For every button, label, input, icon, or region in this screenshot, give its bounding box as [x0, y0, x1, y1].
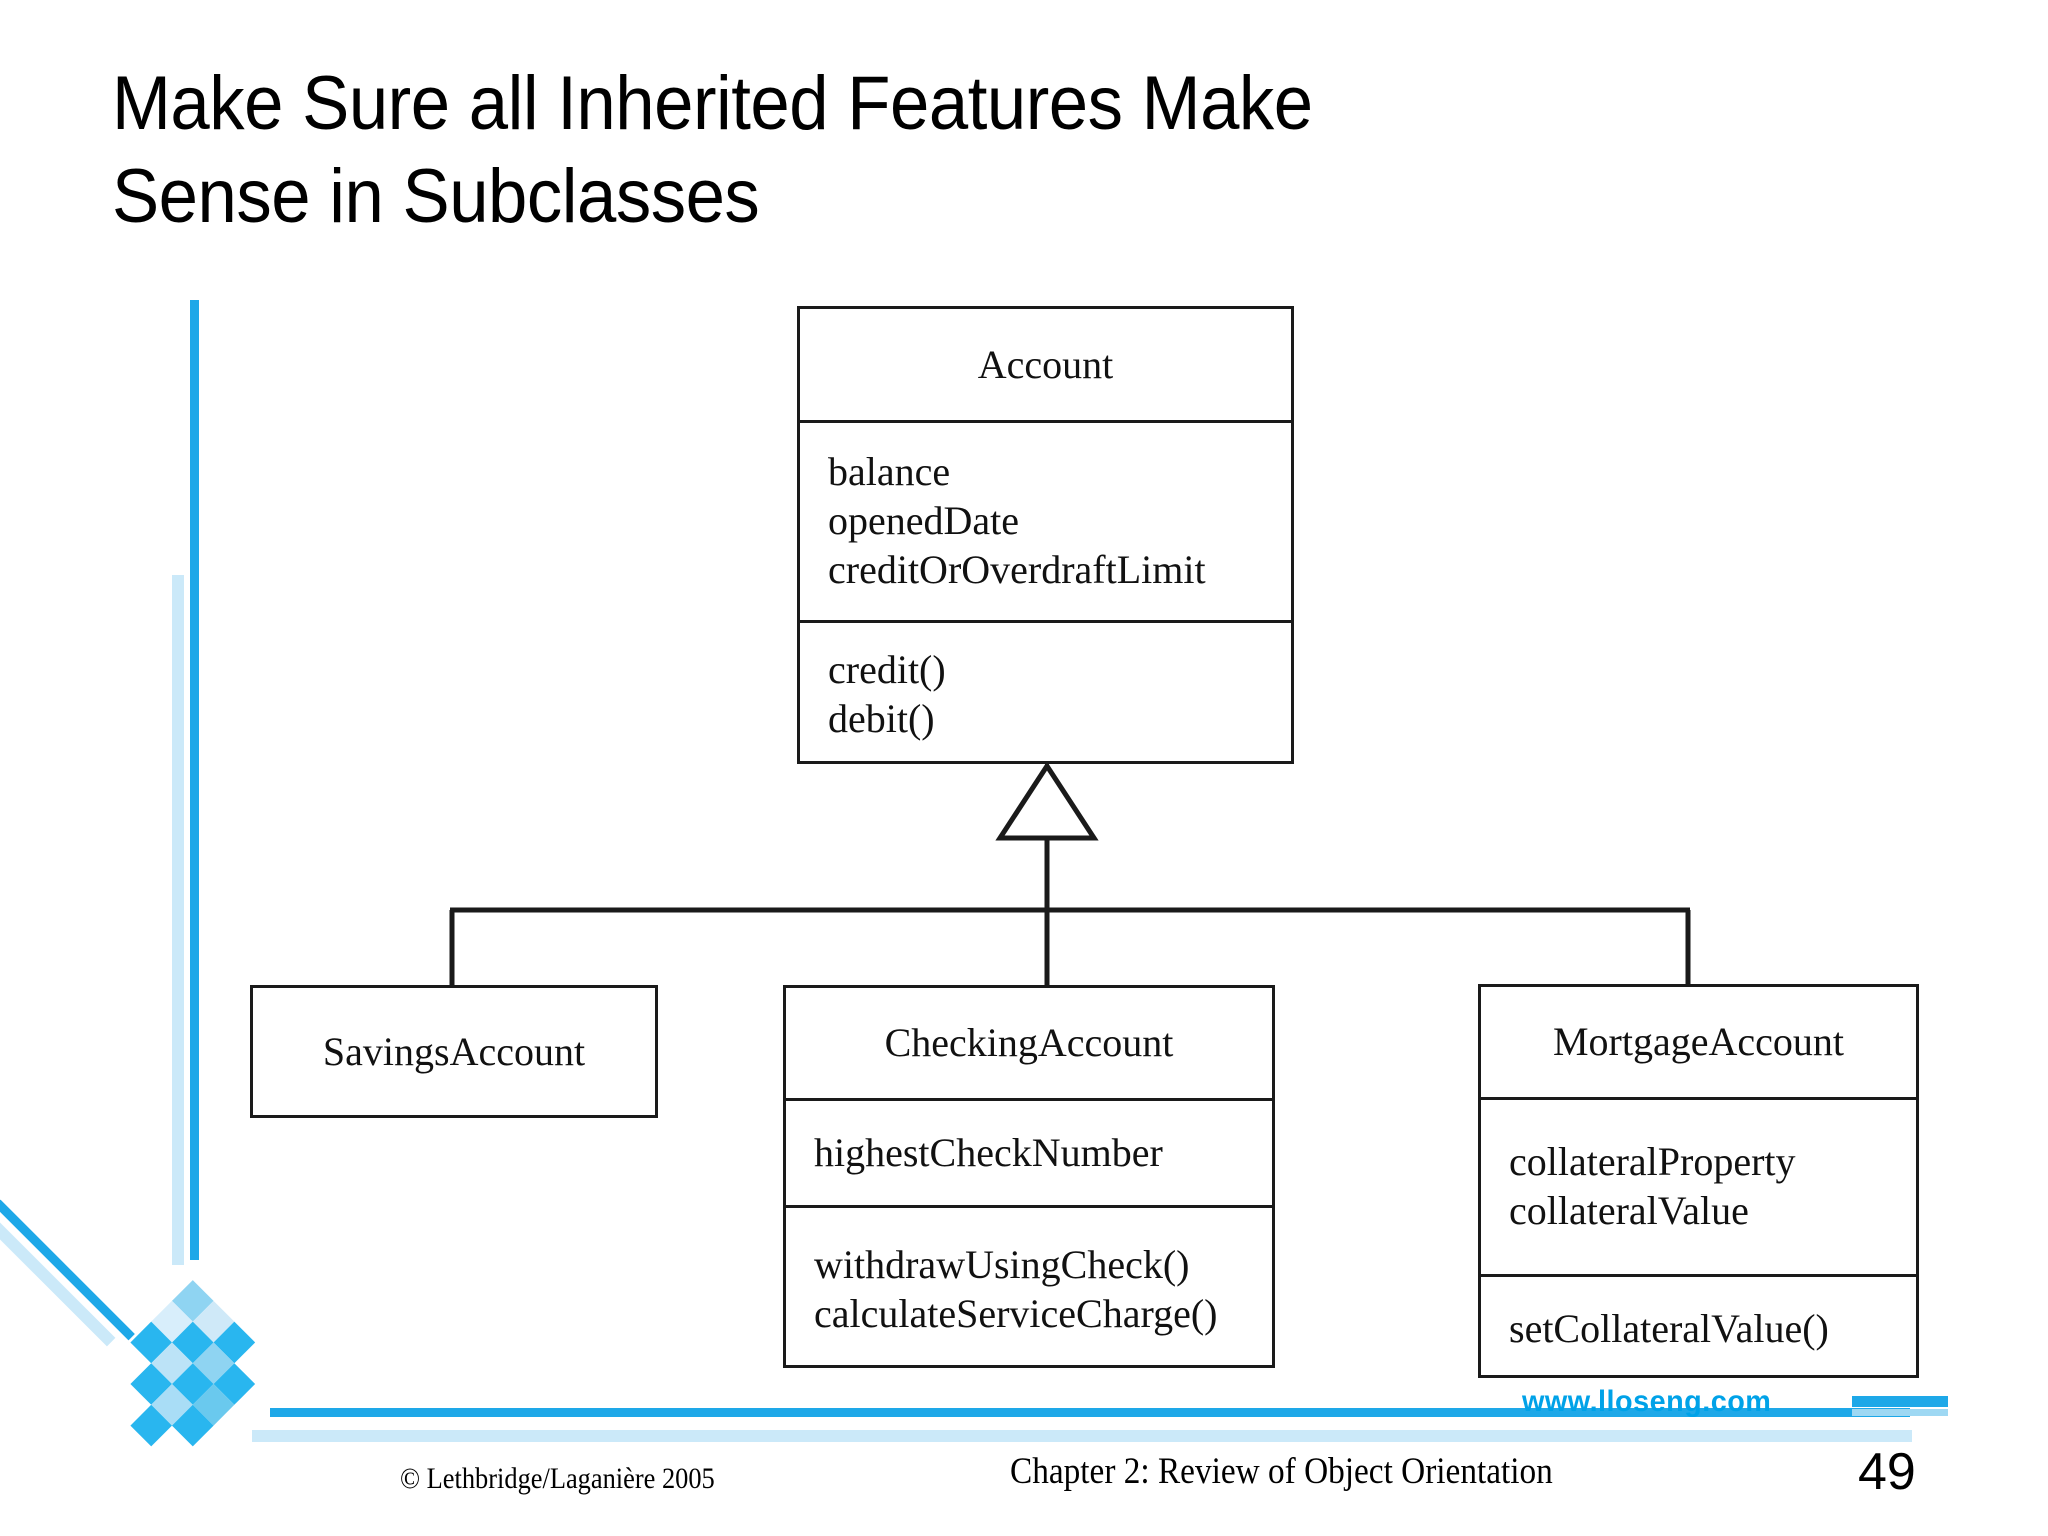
- decor-ribbon-horizontal-cyan: [270, 1408, 1910, 1417]
- uml-operation: calculateServiceCharge(): [814, 1290, 1218, 1336]
- page-number: 49: [1858, 1443, 1916, 1501]
- uml-attribute: creditOrOverdraftLimit: [828, 546, 1206, 592]
- uml-class-name-savingsaccount: SavingsAccount: [322, 1028, 586, 1074]
- uml-class-account[interactable]: Account balance openedDate creditOrOverd…: [797, 306, 1294, 764]
- uml-attribute: highestCheckNumber: [814, 1129, 1163, 1175]
- uml-attribute: balance: [828, 449, 951, 495]
- uml-attribute: collateralProperty: [1509, 1139, 1796, 1185]
- decor-ribbon-end-cap-pale: [1852, 1409, 1948, 1416]
- decor-ribbon-horizontal-pale: [252, 1430, 1912, 1442]
- uml-class-name-mortgageaccount: MortgageAccount: [1552, 1019, 1844, 1064]
- uml-class-checkingaccount[interactable]: CheckingAccount highestCheckNumber withd…: [783, 985, 1275, 1368]
- site-url-label[interactable]: www.lloseng.com: [1522, 1385, 1772, 1418]
- uml-operation: withdrawUsingCheck(): [814, 1241, 1190, 1287]
- uml-class-name-account: Account: [977, 341, 1114, 387]
- uml-class-savingsaccount[interactable]: SavingsAccount: [250, 985, 658, 1118]
- uml-class-name-checkingaccount: CheckingAccount: [884, 1020, 1174, 1065]
- uml-attributes-mortgageaccount: collateralProperty collateralValue: [1481, 1097, 1916, 1274]
- uml-attribute: collateralValue: [1509, 1188, 1749, 1233]
- decor-ribbon-vertical-pale: [172, 575, 184, 1265]
- uml-attributes-checkingaccount: highestCheckNumber: [786, 1098, 1272, 1205]
- page-title: Make Sure all Inherited Features Make Se…: [112, 61, 1313, 239]
- decor-ribbon-vertical-cyan: [190, 300, 199, 1260]
- uml-attribute: openedDate: [828, 498, 1020, 544]
- uml-class-mortgageaccount[interactable]: MortgageAccount collateralProperty colla…: [1478, 984, 1919, 1378]
- uml-operations-mortgageaccount: setCollateralValue(): [1481, 1274, 1916, 1381]
- uml-attributes-account: balance openedDate creditOrOverdraftLimi…: [800, 420, 1291, 620]
- uml-operations-account: credit() debit(): [800, 620, 1291, 767]
- uml-operations-checkingaccount: withdrawUsingCheck() calculateServiceCha…: [786, 1205, 1272, 1371]
- generalization-triangle-icon: [995, 761, 1099, 841]
- footer-copyright: © Lethbridge/Laganière 2005: [400, 1462, 715, 1495]
- uml-operation: debit(): [828, 696, 935, 741]
- decor-ribbon-end-cap: [1852, 1396, 1948, 1407]
- uml-operation: credit(): [828, 647, 946, 693]
- lloseng-logo-icon: [130, 1280, 256, 1447]
- footer-chapter-label: Chapter 2: Review of Object Orientation: [1010, 1451, 1553, 1492]
- uml-operation: setCollateralValue(): [1509, 1305, 1829, 1351]
